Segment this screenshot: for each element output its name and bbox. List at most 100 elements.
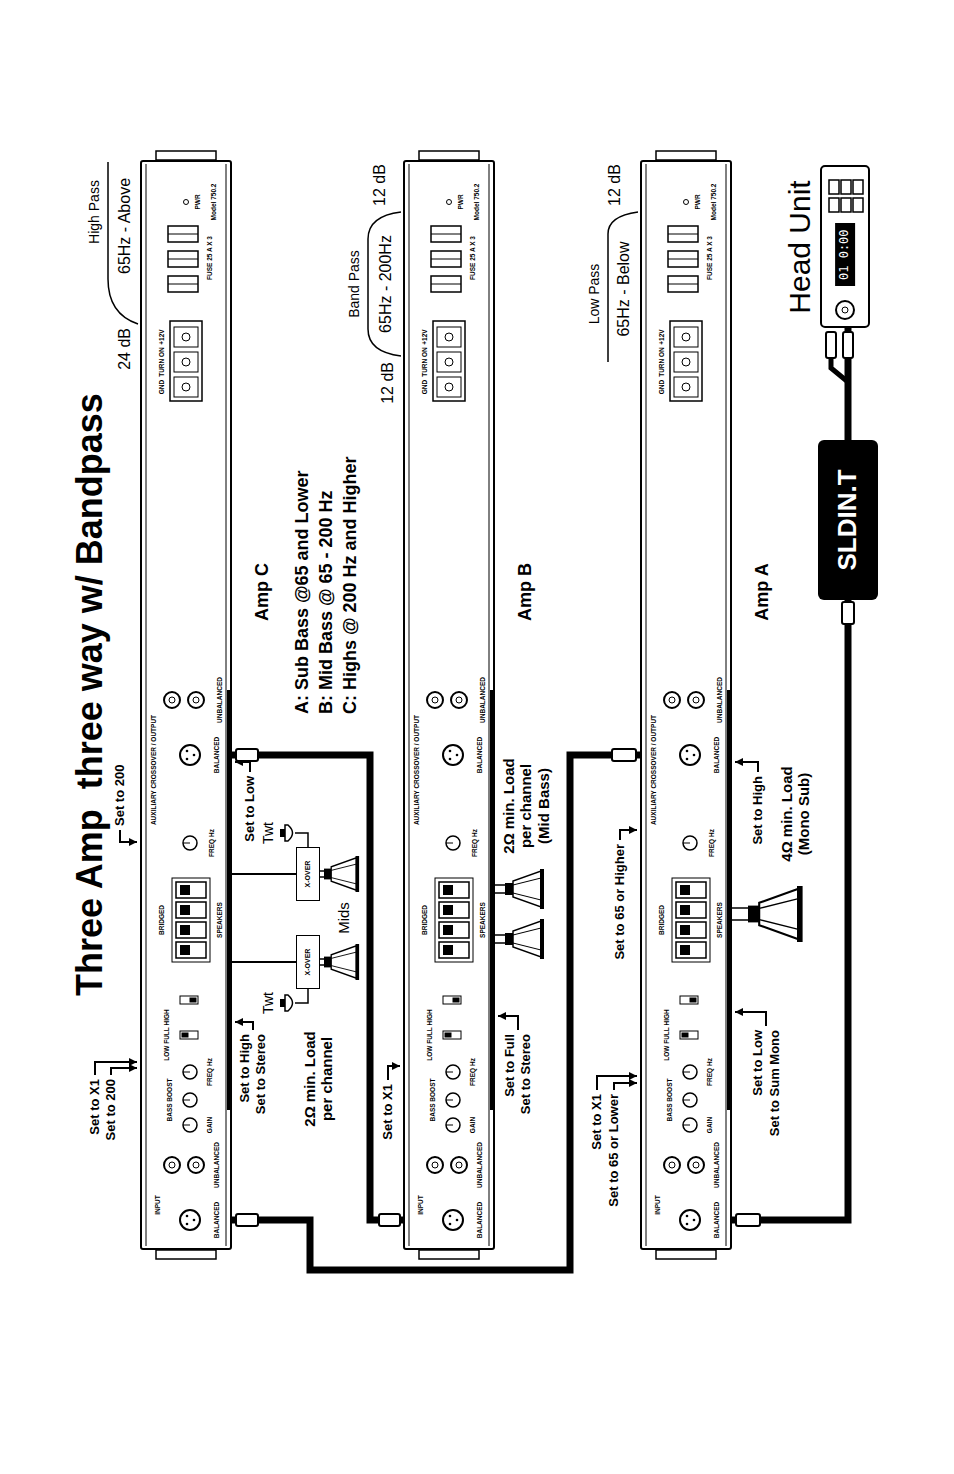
cable-plug [843,332,853,358]
panel-label: UNBALANCED [713,1142,720,1188]
crossover-box: X-OVER [296,847,320,901]
panel-label: FREQ Hz [206,1058,213,1086]
annotation-label: 65Hz - 200Hz [377,235,395,333]
cable-plug [612,749,636,761]
cable-plug [736,1214,760,1226]
panel-label: INPUT [654,1195,661,1215]
box-label: SLDIN.T [833,469,863,570]
panel-label: FREQ Hz [706,1058,713,1086]
annotation-label: A: Sub Bass @65 and Lower [292,470,313,714]
panel-label: +12V [658,329,665,344]
panel-label: LOW FULL HIGH [663,1009,670,1061]
speaker-symbol [324,856,359,892]
annotation-label: High Pass [86,180,102,244]
amp-panel [146,151,230,1259]
panel-label: TURN ON [158,347,165,377]
annotation-label: Low Pass [586,264,602,325]
panel-label: FREQ Hz [471,829,478,857]
panel-label: SPEAKERS [479,902,486,938]
panel-label: LOW FULL HIGH [426,1009,433,1061]
panel-label: FUSE 25 A X 3 [469,236,476,280]
annotation-label: Band Pass [346,250,362,318]
annotation-label: Set to 65 or Lower [607,1094,622,1207]
panel-label: PWR [694,194,701,209]
panel-label: UNBALANCED [716,677,723,723]
panel-label: GND [421,380,428,394]
annotation-label: Set to 200 [104,1079,119,1140]
annotation-label: 12 dB [606,164,624,206]
speaker-wire [732,908,749,920]
speaker-wire [295,833,308,847]
setting-arrows [95,762,766,1090]
cable-plug [826,332,836,358]
annotation-label: Set to Stereo [519,1034,534,1114]
panel-label: GND [158,380,165,394]
setting-arrow [614,1083,637,1090]
annotation-label: Set to Low [243,776,258,842]
panel-label: FREQ Hz [708,829,715,857]
head-unit: Head Unit01 0:00 [820,165,870,328]
filter-curves [108,162,638,362]
panel-label: FUSE 25 A X 3 [706,236,713,280]
amp-name: Amp C [252,563,273,621]
setting-arrow [120,830,137,842]
panel-label: BRIDGED [658,905,665,935]
panel-label: GND [658,380,665,394]
setting-arrow [735,1012,766,1026]
low-pass-curve [608,212,638,362]
panel-label: BALANCED [213,1202,220,1238]
panel-label: BASS BOOST [666,1079,673,1122]
annotation-label: Set to Full [503,1034,518,1097]
panel-label: AUXILIARY CROSSOVER / OUTPUT [150,715,157,825]
setting-arrow [498,1016,518,1030]
display-readout: 01 0:00 [835,223,855,286]
panel-label: BRIDGED [158,905,165,935]
band-pass-curve [368,212,401,356]
panel-label: UNBALANCED [479,677,486,723]
speaker-wire [232,873,296,875]
amp-name: Amp A [752,563,773,620]
annotation-label: Set to Sum Mono [768,1030,783,1136]
annotation-label: C: Highs @ 200 Hz and Higher [340,456,361,714]
head-unit-controls [829,180,863,319]
annotation-label: Set to 200 [113,765,128,826]
annotation-label: Set to X1 [88,1079,103,1135]
signal-cable [232,755,403,1220]
annotation-label: Twt [260,822,276,844]
tweeter-symbol [280,995,293,1011]
speaker-wire [232,961,296,963]
setting-arrow [388,1066,400,1080]
panel-label: TURN ON [421,347,428,377]
panel-label: Model 750.2 [210,184,217,221]
panel-label: BALANCED [476,1202,483,1238]
panel-label: BRIDGED [421,905,428,935]
signal-cable [232,755,640,1270]
amp-panel [646,151,730,1259]
annotation-label: 65Hz - Below [615,241,633,336]
subwoofer-symbol [748,886,803,942]
annotation-label: Set to Low [751,1030,766,1096]
cable-plug [379,1214,400,1226]
amp-name: Amp B [515,563,536,621]
annotation-label: 2Ω min. Load per channel [301,1024,336,1134]
panel-label: SPEAKERS [716,902,723,938]
cable-plug [842,602,854,624]
annotation-label: Set to X1 [381,1084,396,1140]
panel-label: +12V [158,329,165,344]
cable-plug [236,1214,258,1226]
panel-label: Model 750.2 [710,184,717,221]
signal-cable [732,600,848,1220]
panel-label: INPUT [154,1195,161,1215]
annotation-label: Set to Stereo [254,1034,269,1114]
annotation-label: Twt [260,992,276,1014]
panel-label: UNBALANCED [216,677,223,723]
annotation-label: 12 dB [379,362,397,404]
annotation-label: 65Hz - Above [116,178,134,274]
panel-label: +12V [421,329,428,344]
box-label: X-OVER [304,861,312,888]
annotation-label: Set to High [751,776,766,845]
diagram-title: Three Amp three way w/ Bandpass [69,393,110,996]
panel-label: TURN ON [658,347,665,377]
setting-arrow [597,1076,637,1090]
panel-label: GAIN [706,1117,713,1133]
